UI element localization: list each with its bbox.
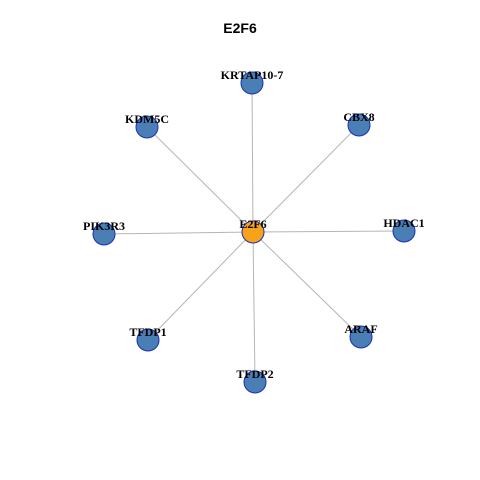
node-label-hdac1: HDAC1 bbox=[383, 216, 424, 230]
edge-e2f6-kdm5c bbox=[146, 126, 254, 233]
node-hdac1[interactable] bbox=[392, 219, 416, 243]
edge-e2f6-hdac1 bbox=[252, 230, 405, 233]
edge-e2f6-cbx8 bbox=[252, 124, 360, 233]
node-layer bbox=[92, 71, 416, 394]
node-label-tfdp1: TFDP1 bbox=[129, 325, 166, 339]
node-label-krtap10-7: KRTAP10-7 bbox=[221, 68, 284, 82]
node-label-cbx8: CBX8 bbox=[343, 110, 374, 124]
node-cbx8[interactable] bbox=[347, 113, 371, 137]
node-pik3r3[interactable] bbox=[92, 222, 116, 246]
edge-e2f6-krtap10-7 bbox=[251, 82, 254, 233]
node-label-tfdp2: TFDP2 bbox=[236, 367, 273, 381]
node-tfdp1[interactable] bbox=[136, 328, 160, 352]
node-kdm5c[interactable] bbox=[135, 115, 159, 139]
edge-layer bbox=[103, 82, 405, 383]
edge-e2f6-pik3r3 bbox=[103, 231, 254, 235]
node-label-araf: ARAF bbox=[344, 322, 377, 336]
diagram-title: E2F6 bbox=[223, 20, 257, 36]
node-label-pik3r3: PIK3R3 bbox=[83, 219, 125, 233]
node-label-e2f6: E2F6 bbox=[239, 217, 266, 231]
node-krtap10-7[interactable] bbox=[240, 71, 264, 95]
node-label-kdm5c: KDM5C bbox=[125, 112, 169, 126]
node-e2f6[interactable] bbox=[241, 220, 265, 244]
edge-e2f6-araf bbox=[252, 231, 362, 338]
edge-e2f6-tfdp2 bbox=[252, 231, 256, 383]
node-tfdp2[interactable] bbox=[243, 370, 267, 394]
node-araf[interactable] bbox=[349, 325, 373, 349]
edge-e2f6-tfdp1 bbox=[147, 231, 254, 341]
